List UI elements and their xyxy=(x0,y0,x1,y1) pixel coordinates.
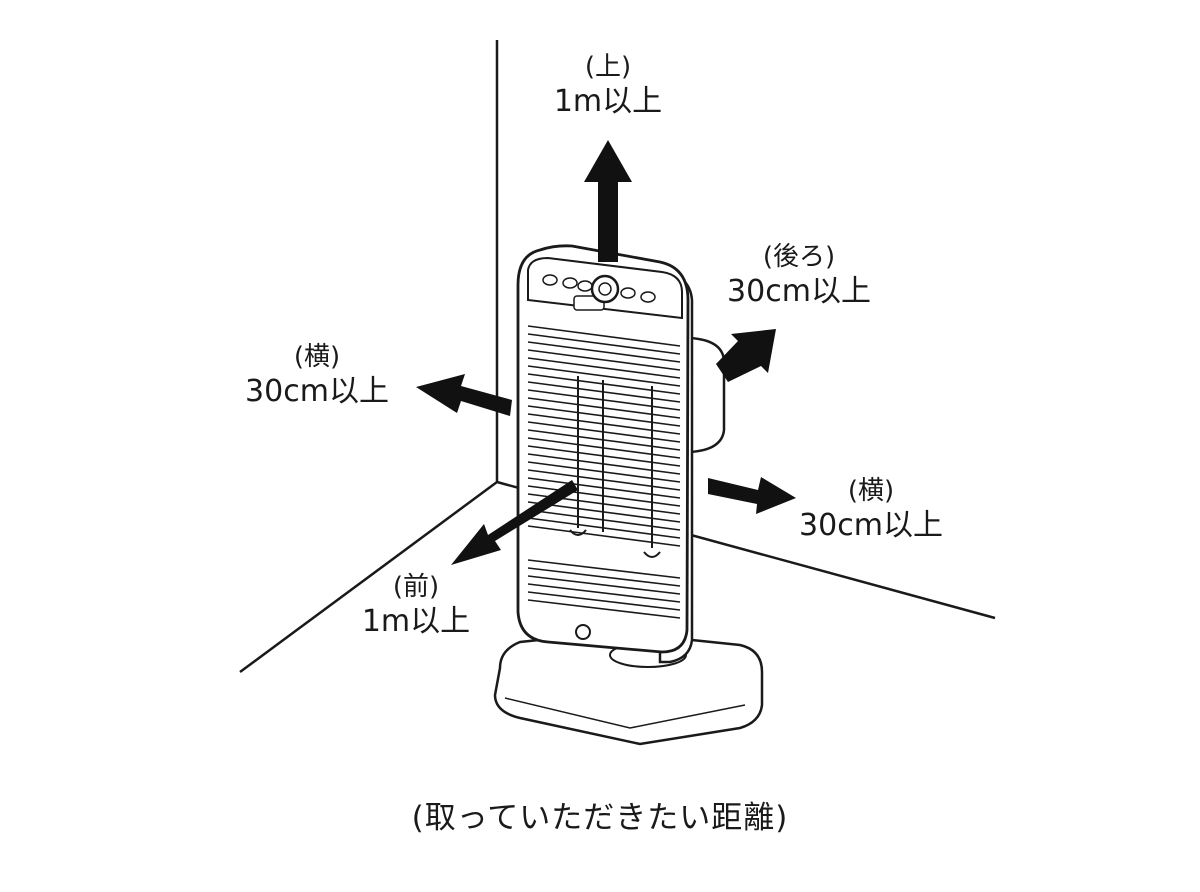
heater-element xyxy=(569,376,661,558)
label-left: (横) 30cm以上 xyxy=(222,342,412,410)
heater-back-housing xyxy=(688,336,726,454)
arrow-left xyxy=(416,374,512,416)
label-back-direction: (後ろ) xyxy=(762,242,836,272)
label-front: (前) 1m以上 xyxy=(346,572,486,640)
clearance-arrows xyxy=(416,140,796,565)
arrow-back xyxy=(716,329,776,382)
heater-illustration xyxy=(493,244,764,746)
label-up-direction: (上) xyxy=(584,52,632,82)
label-back-distance: 30cm以上 xyxy=(727,273,871,309)
label-right: (横) 30cm以上 xyxy=(776,476,966,544)
label-back: (後ろ) 30cm以上 xyxy=(704,242,894,310)
arrow-front xyxy=(451,480,578,565)
heater-power-button xyxy=(575,624,591,640)
diagram-caption: (取っていただきたい距離) xyxy=(411,800,789,836)
label-up: (上) 1m以上 xyxy=(538,52,678,120)
label-right-direction: (横) xyxy=(847,476,895,506)
floor-left-line xyxy=(239,480,498,674)
arrow-up xyxy=(584,140,632,262)
label-front-distance: 1m以上 xyxy=(361,603,471,639)
arrow-right xyxy=(708,477,796,514)
label-left-direction: (横) xyxy=(293,342,341,372)
label-right-distance: 30cm以上 xyxy=(799,507,943,543)
label-left-distance: 30cm以上 xyxy=(245,373,389,409)
label-front-direction: (前) xyxy=(392,572,440,602)
heater-grille-lower xyxy=(527,559,681,619)
heater-base xyxy=(493,630,764,746)
label-up-distance: 1m以上 xyxy=(553,83,663,119)
